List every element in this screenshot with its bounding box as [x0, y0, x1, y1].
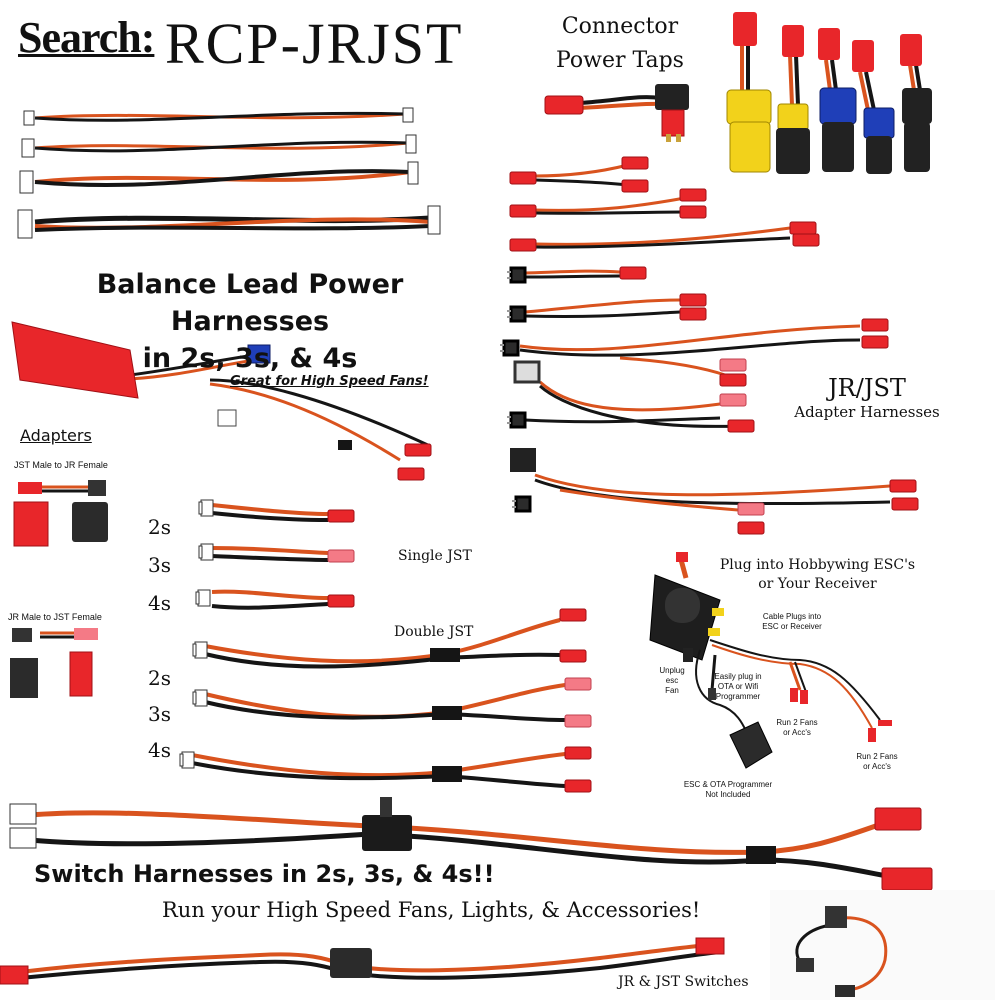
cable-plugs-note: Cable Plugs into ESC or Receiver — [742, 612, 842, 632]
single-count-4s: 4s — [148, 591, 171, 615]
single-count-2s: 2s — [148, 515, 171, 539]
jrjst-title: JR/JST Adapter Harnesses — [772, 374, 962, 422]
double-count-4s: 4s — [148, 738, 171, 762]
product-code: RCP-JRJST — [165, 11, 464, 76]
switch-subtitle: Run your High Speed Fans, Lights, & Acce… — [162, 898, 701, 922]
run-fans-note-1: Run 2 Fans or Acc's — [772, 718, 822, 738]
easily-line-2: OTA or Wifi — [717, 682, 759, 691]
run-fans-1-line-1: Run 2 Fans — [776, 718, 818, 727]
power-taps — [544, 12, 932, 174]
easily-line-3: Programmer — [715, 692, 761, 701]
programmer-line-2: Not Included — [705, 790, 751, 799]
double-count-3s: 3s — [148, 702, 171, 726]
search-label: Search: — [18, 13, 155, 62]
unplug-line-3: Fan — [665, 686, 679, 695]
hobbywing-line-1: Plug into Hobbywing ESC's — [719, 557, 916, 573]
single-jst-label: Single JST — [398, 548, 472, 564]
adapter-1-label: JST Male to JR Female — [14, 460, 108, 470]
jr-jst-switch-photo — [770, 890, 995, 1000]
fans-note: Great for High Speed Fans! — [230, 374, 429, 389]
double-counts: 2s 3s 4s — [148, 660, 171, 768]
double-jst-label: Double JST — [394, 624, 474, 640]
power-taps-line-1: Connector — [561, 14, 679, 39]
balance-title: Balance Lead Power Harnesses in 2s, 3s, … — [20, 266, 480, 377]
power-taps-title: Connector Power Taps — [545, 10, 695, 78]
programmer-note: ESC & OTA Programmer Not Included — [680, 780, 776, 800]
esc-diagram — [649, 552, 892, 769]
run-fans-2-line-2: or Acc's — [863, 762, 891, 771]
switch-title: Switch Harnesses in 2s, 3s, & 4s!! — [34, 860, 495, 888]
switches-label: JR & JST Switches — [618, 974, 749, 990]
jrjst-harnesses — [499, 156, 919, 535]
cable-plugs-line-2: ESC or Receiver — [762, 622, 822, 631]
single-count-3s: 3s — [148, 553, 171, 577]
adapter-2-label: JR Male to JST Female — [8, 612, 102, 622]
adapter-photos — [10, 480, 108, 698]
switch-harness-small — [0, 937, 725, 985]
power-taps-line-2: Power Taps — [556, 48, 684, 73]
run-fans-1-line-2: or Acc's — [783, 728, 811, 737]
hobbywing-line-2: or Your Receiver — [758, 576, 877, 592]
hobbywing-title: Plug into Hobbywing ESC's or Your Receiv… — [700, 556, 935, 594]
jrjst-title-line-2: Adapter Harnesses — [794, 403, 940, 421]
switch-harness-large — [9, 797, 933, 891]
jrjst-title-line-1: JR/JST — [828, 374, 906, 402]
easily-note: Easily plug in OTA or Wifi Programmer — [708, 672, 768, 702]
double-jst-harnesses — [179, 608, 592, 793]
unplug-note: Unplug esc Fan — [652, 666, 692, 696]
balance-title-line-1: Balance Lead Power Harnesses — [96, 269, 404, 337]
single-counts: 2s 3s 4s — [148, 508, 171, 622]
unplug-line-2: esc — [665, 676, 679, 685]
double-count-2s: 2s — [148, 666, 171, 690]
run-fans-note-2: Run 2 Fans or Acc's — [852, 752, 902, 772]
run-fans-2-line-1: Run 2 Fans — [856, 752, 898, 761]
balance-title-line-2: in 2s, 3s, & 4s — [142, 343, 358, 374]
unplug-line-1: Unplug — [659, 666, 685, 675]
balance-battery-pack — [11, 321, 432, 481]
single-jst-harnesses — [195, 499, 355, 610]
easily-line-1: Easily plug in — [714, 672, 762, 681]
cable-plugs-line-1: Cable Plugs into — [762, 612, 822, 621]
balance-leads — [17, 107, 441, 239]
adapters-title: Adapters — [20, 426, 92, 445]
programmer-line-1: ESC & OTA Programmer — [683, 780, 773, 789]
